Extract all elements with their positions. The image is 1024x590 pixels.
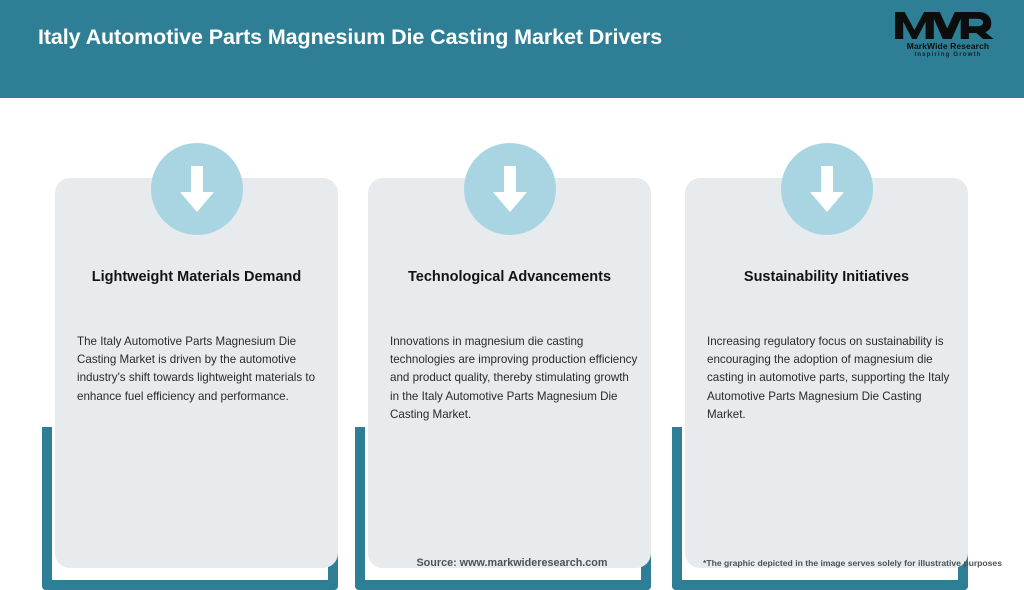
card-body-text: The Italy Automotive Parts Magnesium Die…	[77, 335, 316, 403]
driver-card-1: Lightweight Materials Demand The Italy A…	[42, 143, 338, 590]
card-title: Technological Advancements	[407, 269, 612, 285]
page-title: Italy Automotive Parts Magnesium Die Cas…	[38, 25, 663, 49]
illustrative-disclaimer: *The graphic depicted in the image serve…	[703, 558, 1002, 568]
driver-card-2: Technological Advancements Innovations i…	[355, 143, 651, 590]
card-body-text: Innovations in magnesium die casting tec…	[390, 335, 638, 421]
down-arrow-icon	[780, 143, 873, 235]
card-title: Lightweight Materials Demand	[91, 269, 302, 285]
card-panel: Sustainability Initiatives Increasing re…	[685, 143, 968, 568]
logo-tagline: Inspiring Growth	[914, 51, 982, 58]
card-panel: Lightweight Materials Demand The Italy A…	[55, 143, 338, 568]
down-arrow-icon	[150, 143, 243, 235]
company-logo: MarkWide Research Inspiring Growth	[892, 9, 1004, 65]
source-attribution: Source: www.markwideresearch.com	[416, 557, 608, 569]
drivers-card-group: Lightweight Materials Demand The Italy A…	[0, 98, 1024, 590]
card-body-text: Increasing regulatory focus on sustainab…	[707, 335, 950, 421]
logo-company-name: MarkWide Research	[906, 41, 990, 51]
down-arrow-icon	[463, 143, 556, 235]
card-panel: Technological Advancements Innovations i…	[368, 143, 651, 568]
mwr-logo-icon	[894, 12, 994, 39]
card-title: Sustainability Initiatives	[743, 269, 910, 285]
page-header: Italy Automotive Parts Magnesium Die Cas…	[0, 0, 1024, 98]
driver-card-3: Sustainability Initiatives Increasing re…	[672, 143, 968, 590]
